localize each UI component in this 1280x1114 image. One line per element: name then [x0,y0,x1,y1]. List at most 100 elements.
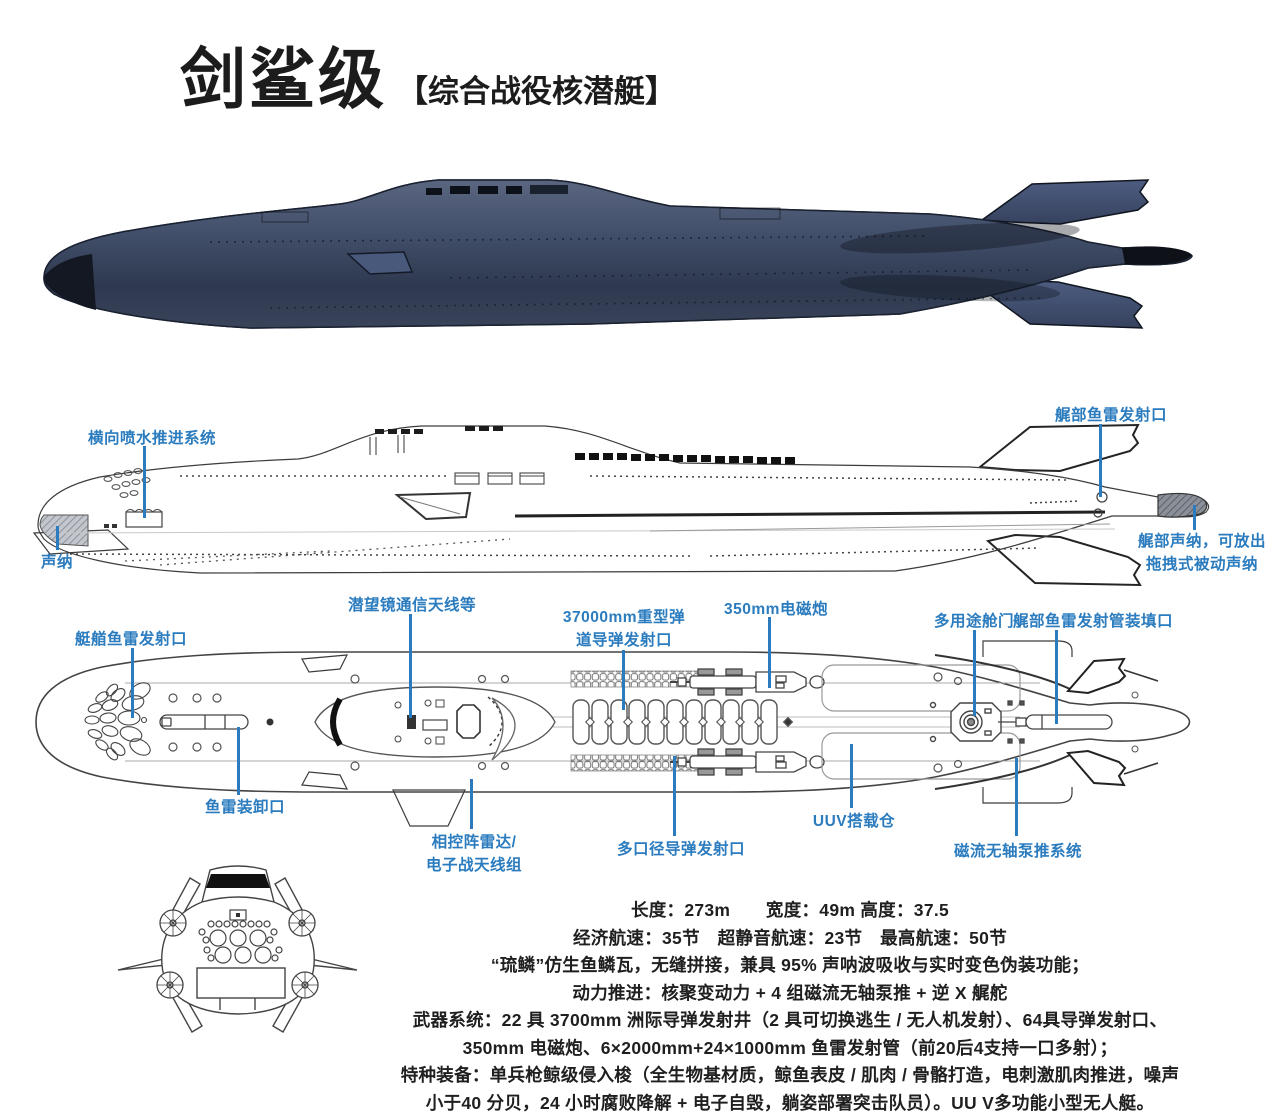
leader-line [470,779,473,829]
top-uuv-panel [821,732,1021,780]
side-deck-hatches [454,472,545,485]
side-dash-row [1029,500,1081,504]
leader-line [673,756,676,836]
spec-line-special-2: 小于40 分贝，24 小时腐败降解 + 电子自毁，躺姿部署突击队员）。UU V多… [425,1092,1155,1113]
label-radar-line2: 电子战天线组 [425,857,523,874]
label-multipurpose-hatch: 多用途舱门 [933,613,1015,630]
label-railgun: 350mm电磁炮 [724,601,828,618]
top-stern-fin-group [982,640,1073,804]
side-tail-sonar [1157,492,1208,518]
leader-line [409,614,412,718]
title-class-name: 剑鲨级 [180,42,387,116]
side-bow-vents [103,468,151,528]
label-icbm-line1: 37000mm重型弹 [562,609,686,626]
side-seam-line [649,523,1111,532]
render-sail-windows [426,185,568,195]
spec-line-weapons-2: 350mm 电磁炮、6×2000mm+24×1000mm 鱼雷发射管（前20后4… [462,1037,1118,1058]
label-multi-caliber-missile: 多口径导弹发射口 [616,841,746,858]
top-multipurpose-hatch [929,701,1002,743]
side-dash-row [589,475,1071,481]
label-torpedo-loading-port: 鱼雷装卸口 [204,799,286,816]
spec-line-dimensions: 长度：273m 宽度：49m 高度：37.5 [630,900,950,920]
leader-line [1193,505,1196,530]
leader-line [1015,758,1018,836]
leader-line [237,727,240,795]
render-tail-tip [1122,246,1192,265]
side-dark-band [514,510,1106,518]
top-icbm-silos [572,682,794,762]
top-bow-torpedo-fan [84,682,151,761]
render-stern-shade-bottom [840,274,1060,302]
front-hull-body [161,896,315,1015]
render-upper-fin [979,179,1150,225]
label-stern-sonar-line1: 艉部声纳，可放出 [1137,533,1267,550]
render-view-submarine [43,179,1193,329]
label-sonar: 声纳 [40,554,74,571]
front-view-drawing [117,865,358,1033]
leader-line [1099,424,1102,497]
label-stern-sonar: 艉部声纳，可放出 拖拽式被动声纳 [1138,530,1266,576]
leader-line [768,617,771,688]
side-dash-row [709,547,1041,557]
side-sail-strips [375,426,503,434]
side-dash-row [69,553,691,557]
top-phased-array [392,789,466,827]
side-upper-fin [977,423,1140,473]
top-edge-vent [301,771,349,790]
top-uuv-panel [821,664,1021,712]
render-stern-shade-top [840,222,1080,254]
side-dash-row [124,550,331,562]
top-view-drawing [35,640,1191,827]
leader-line [622,650,625,710]
label-bow-torpedo-port: 艇艏鱼雷发射口 [74,631,188,648]
front-propulsors [156,909,319,999]
top-stern-loading-tube [998,700,1113,744]
label-phased-array-radar: 相控阵雷达/ 电子战天线组 [426,831,522,877]
side-dash-row [159,538,511,566]
top-edge-vent [301,654,349,673]
render-detail-dashes [269,297,1041,309]
label-radar-line1: 相控阵雷达/ [431,834,517,851]
render-detail-dashes [209,235,931,243]
top-deck-circles [168,672,963,773]
label-uuv-bay: UUV搭载仓 [812,813,896,830]
spec-line-speeds: 经济航速：35节 超静音航速：23节 最高航速：50节 [573,927,1007,948]
spec-line-weapons-1: 武器系统：22 具 3700mm 洲际导弹发射井（2 具可切换逃生 / 无人机发… [412,1010,1168,1030]
spec-text-block: 长度：273m 宽度：49m 高度：37.5 经济航速：35节 超静音航速：23… [360,897,1220,1114]
leader-line [56,526,59,550]
top-sail [314,686,556,758]
leader-line [1055,630,1058,724]
top-railgun [670,668,825,696]
top-stern-x-fins [934,654,1159,790]
leader-line [143,446,146,518]
side-intake [394,491,472,521]
render-bow-plane [346,251,414,275]
label-lateral-thruster: 横向喷水推进系统 [87,430,217,447]
label-stern-tube-loading: 艉部鱼雷发射管装填口 [1012,613,1174,630]
leader-line [131,648,134,718]
render-deck-hatch [261,211,309,223]
top-torpedo-loading-tube [159,714,274,730]
label-periscope-antenna: 潜望镜通信天线等 [347,597,477,614]
leader-line [973,630,976,716]
spec-line-coating: “琉鳞”仿生鱼鳞瓦，无缝拼接，兼具 95% 声呐波吸收与实时变色伪装功能； [490,955,1090,975]
leader-line [850,744,853,808]
top-sail-bridge-octagon [456,704,481,739]
front-torpedo-tubes [198,909,283,964]
side-stern-torpedo-port [1093,508,1103,518]
front-sail-window [206,874,270,888]
side-view-drawing [32,423,1210,587]
spec-line-propulsion: 动力推进：核聚变动力 + 4 组磁流无轴泵推 + 逆 X 艉舵 [572,982,1008,1003]
front-sonar-window [196,967,286,1010]
spec-line-special-1: 特种装备：单兵枪鲸级侵入梭（全生物基材质，鲸鱼表皮 / 肌肉 / 骨骼打造，电刺… [400,1065,1180,1085]
top-sail-crescent [330,697,343,747]
top-escape-crescent [491,697,516,761]
side-stern-torpedo-port [1096,491,1108,503]
label-icbm-silo: 37000mm重型弹 道导弹发射口 [563,606,685,652]
title-subtitle: 【综合战役核潜艇】 [397,74,676,109]
render-deck-hatch [719,207,781,220]
side-missile-deck-strip [575,453,795,464]
side-lower-fin [985,533,1142,587]
label-stern-sonar-line2: 拖拽式被动声纳 [1145,556,1259,573]
